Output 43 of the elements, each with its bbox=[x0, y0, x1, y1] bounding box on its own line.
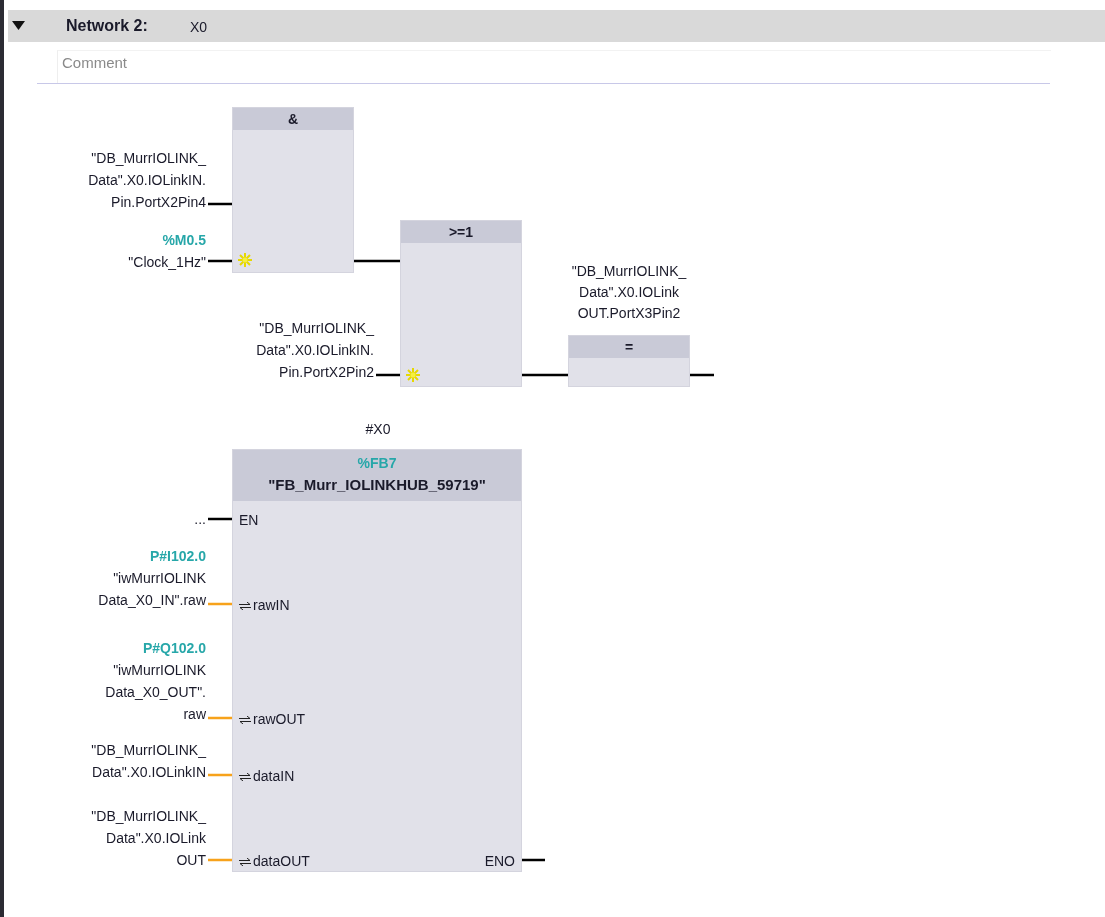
logic-block bbox=[232, 107, 354, 273]
connection-line bbox=[354, 259, 400, 263]
operand-text: "DB_MurrIOLINK_ Data".X0.IOLink OUT bbox=[78, 805, 206, 871]
address-text: P#Q102.0 bbox=[141, 639, 206, 658]
operand-text: "Clock_1Hz" bbox=[127, 253, 206, 272]
connection-line bbox=[208, 517, 233, 521]
address-text: %M0.5 bbox=[161, 231, 206, 250]
connection-line bbox=[521, 858, 545, 862]
connection-line bbox=[208, 202, 232, 206]
block-name: "FB_Murr_IOLINKHUB_59719" bbox=[267, 475, 487, 495]
network-name: X0 bbox=[190, 18, 208, 37]
pin-name: rawOUT bbox=[253, 711, 306, 727]
network-title: Network 2: bbox=[66, 16, 148, 36]
operand-text: "DB_MurrIOLINK_ Data".X0.IOLinkIN bbox=[48, 739, 206, 783]
address-text: %FB7 bbox=[356, 454, 398, 473]
connection-line bbox=[376, 373, 400, 377]
function-block bbox=[232, 449, 522, 872]
pin-name: ENO bbox=[484, 850, 521, 872]
operand-text: "DB_MurrIOLINK_ Data".X0.IOLinkIN. Pin.PortX2Pin2 bbox=[216, 317, 374, 383]
comment-placeholder: Comment bbox=[62, 53, 128, 73]
operand-text: "iwMurrIOLINK Data_X0_OUT". raw bbox=[104, 661, 206, 724]
operand-text: "DB_MurrIOLINK_ Data".X0.IOLinkIN. Pin.PortX2Pin4 bbox=[48, 147, 206, 213]
logic-block bbox=[400, 220, 522, 387]
block-header: & bbox=[233, 108, 353, 130]
operand-text: "iwMurrIOLINK Data_X0_IN".raw bbox=[97, 569, 206, 610]
connection-line bbox=[208, 858, 233, 862]
instance-name: #X0 bbox=[364, 420, 392, 439]
logic-block bbox=[568, 335, 690, 387]
pin-name: EN bbox=[233, 509, 259, 531]
address-text: P#I102.0 bbox=[148, 547, 206, 566]
pin-name: dataIN bbox=[253, 768, 295, 784]
pin-name: rawIN bbox=[253, 597, 290, 613]
operand-text: ... bbox=[140, 508, 206, 530]
connection-line bbox=[208, 259, 232, 263]
block-header: = bbox=[569, 336, 689, 358]
connection-line bbox=[208, 773, 233, 777]
connection-line bbox=[690, 373, 714, 377]
block-header: >=1 bbox=[401, 221, 521, 243]
pin-name: dataOUT bbox=[253, 853, 310, 869]
connection-line bbox=[522, 373, 568, 377]
connection-line bbox=[208, 716, 233, 720]
connection-line bbox=[208, 602, 233, 606]
operand-text: "DB_MurrIOLINK_ Data".X0.IOLink OUT.PortX3Pin2 bbox=[570, 262, 688, 323]
